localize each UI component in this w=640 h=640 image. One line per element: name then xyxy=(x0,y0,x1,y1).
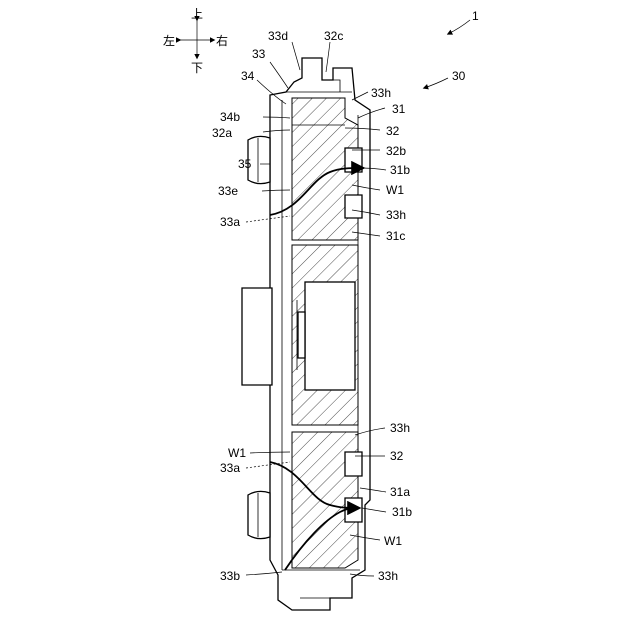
label-33h-bot: 33h xyxy=(378,569,398,583)
label-33h-mid: 33h xyxy=(386,208,406,222)
label-35: 35 xyxy=(238,157,252,171)
center-core xyxy=(292,245,358,425)
label-1: 1 xyxy=(472,9,479,23)
label-32-top: 32 xyxy=(386,124,400,138)
label-33a-top: 33a xyxy=(220,215,240,229)
label-31b-low: 31b xyxy=(392,505,412,519)
label-34: 34 xyxy=(241,69,255,83)
label-32c: 32c xyxy=(324,29,343,43)
label-31b-top: 31b xyxy=(390,163,410,177)
label-33: 33 xyxy=(252,47,266,61)
label-33b: 33b xyxy=(220,569,240,583)
label-31a: 31a xyxy=(390,485,410,499)
lower-core xyxy=(292,432,362,568)
label-33d: 33d xyxy=(268,29,288,43)
label-33e: 33e xyxy=(218,184,238,198)
label-33h-low: 33h xyxy=(390,421,410,435)
label-30: 30 xyxy=(452,69,466,83)
compass-right-label: 右 xyxy=(216,33,228,48)
label-32-low: 32 xyxy=(390,449,404,463)
compass-down-label: 下 xyxy=(191,61,203,75)
label-W1-low: W1 xyxy=(228,446,246,460)
label-34b: 34b xyxy=(220,110,240,124)
label-32b: 32b xyxy=(386,144,406,158)
label-32a: 32a xyxy=(212,126,232,140)
compass-up-label: 上 xyxy=(191,7,203,21)
label-33a-low: 33a xyxy=(220,461,240,475)
label-W1-top: W1 xyxy=(386,183,404,197)
direction-compass: 上 下 左 右 xyxy=(163,7,228,75)
label-31: 31 xyxy=(392,102,406,116)
label-W1-bot: W1 xyxy=(384,534,402,548)
label-33h-top: 33h xyxy=(371,86,391,100)
compass-left-label: 左 xyxy=(163,33,175,48)
label-31c: 31c xyxy=(386,229,405,243)
